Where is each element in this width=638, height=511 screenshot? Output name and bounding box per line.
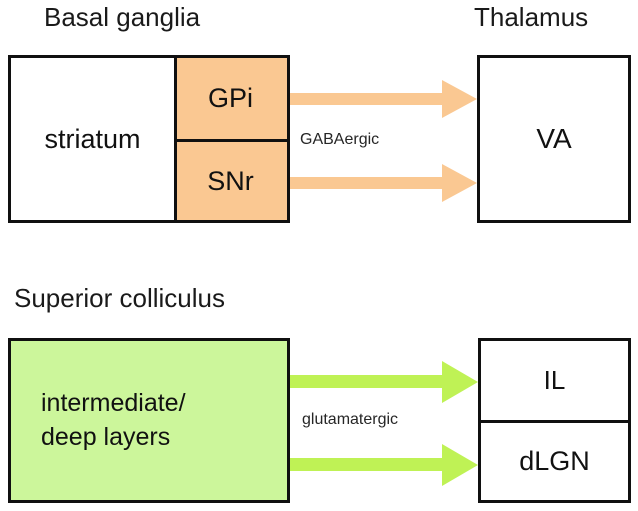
arrow-snr-to-va	[290, 162, 478, 204]
dlgn-cell: dLGN	[481, 423, 628, 500]
striatum-cell: striatum	[11, 58, 174, 220]
va-box: VA	[477, 55, 631, 223]
sc-layers-cell: intermediate/ deep layers	[11, 341, 287, 500]
arrow-gpi-to-va	[290, 78, 478, 120]
glutamatergic-connection-label: glutamatergic	[302, 411, 399, 428]
superior-colliculus-group-title: Superior colliculus	[14, 283, 225, 313]
basal-ganglia-box: GPi SNr striatum	[8, 55, 290, 223]
gpi-cell: GPi	[174, 58, 287, 139]
il-dlgn-divider	[481, 420, 628, 423]
gpi-snr-divider	[174, 139, 287, 142]
va-cell: VA	[480, 58, 628, 220]
gpi-label: GPi	[207, 83, 253, 113]
snr-label: SNr	[207, 165, 254, 196]
superior-colliculus-box: intermediate/ deep layers	[8, 338, 290, 503]
il-cell: IL	[481, 341, 628, 420]
thalamic-targets-box: IL dLGN	[478, 338, 631, 503]
sc-layers-label: intermediate/ deep layers	[41, 388, 186, 451]
dlgn-label: dLGN	[519, 446, 590, 476]
basal-ganglia-group-title: Basal ganglia	[44, 2, 201, 32]
thalamus-group-title: Thalamus	[474, 2, 589, 32]
gabaergic-connection-label: GABAergic	[300, 131, 380, 148]
arrow-sc-to-il	[290, 360, 479, 404]
snr-cell: SNr	[174, 142, 287, 220]
striatum-label: striatum	[44, 123, 141, 154]
il-label: IL	[543, 365, 566, 395]
arrow-sc-to-dlgn	[290, 443, 479, 487]
va-label: VA	[536, 123, 572, 154]
